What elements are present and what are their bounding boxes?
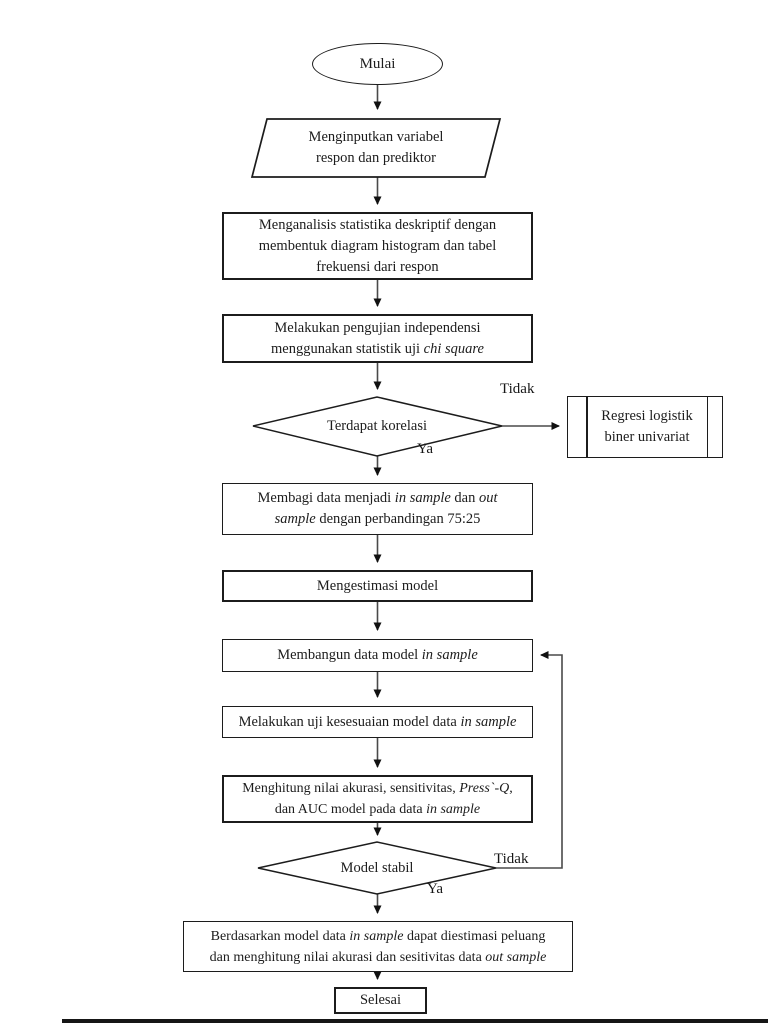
node-stability-decision: Model stabil	[297, 854, 457, 882]
stability-diamond-shape	[257, 841, 497, 895]
edge-label-correlation-yes: Ya	[417, 441, 433, 457]
node-final-label: Berdasarkan model data in sample dapat d…	[209, 928, 547, 965]
edge-stability-no-feedback-loop	[496, 651, 563, 869]
node-metrics-process: Menghitung nilai akurasi, sensitivitas, …	[222, 775, 533, 823]
node-descriptive-process: Menganalisis statistika deskriptif denga…	[222, 212, 533, 280]
node-end-label: Selesai	[359, 992, 402, 1008]
node-correlation-decision: Terdapat korelasi	[277, 412, 477, 440]
edge-label-stability-yes: Ya	[427, 881, 443, 897]
node-start-terminator: Mulai	[312, 43, 443, 85]
edge-label-stability-no: Tidak	[494, 851, 529, 867]
node-start-label: Mulai	[359, 55, 396, 72]
scan-artifact-bar	[62, 1019, 768, 1023]
input-parallelogram-shape	[250, 118, 502, 178]
node-build-process: Membangun data model in sample	[222, 639, 533, 672]
node-build-label: Membangun data model in sample	[277, 647, 478, 663]
predefined-left-bar	[586, 397, 588, 457]
node-descriptive-label: Menganalisis statistika deskriptif denga…	[258, 216, 497, 275]
edge-label-correlation-no: Tidak	[500, 381, 535, 397]
node-end-terminator: Selesai	[334, 987, 427, 1014]
correlation-diamond-shape	[252, 396, 503, 457]
node-stability-label: Model stabil	[340, 859, 414, 876]
node-fit-test-process: Melakukan uji kesesuaian model data in s…	[222, 706, 533, 738]
node-estimate-process: Mengestimasi model	[222, 570, 533, 602]
predefined-right-bar	[706, 397, 708, 457]
node-fit-test-label: Melakukan uji kesesuaian model data in s…	[238, 713, 517, 730]
node-final-process: Berdasarkan model data in sample dapat d…	[183, 921, 573, 972]
node-correlation-label: Terdapat korelasi	[326, 417, 428, 434]
node-metrics-label: Menghitung nilai akurasi, sensitivitas, …	[242, 781, 513, 817]
node-estimate-label: Mengestimasi model	[316, 577, 439, 594]
